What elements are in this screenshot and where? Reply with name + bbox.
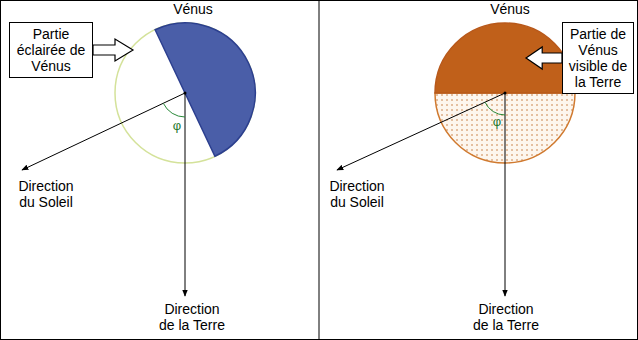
- callout-text: Partie de Vénus visible de la Terre: [567, 26, 629, 90]
- earth-direction-line: [505, 93, 506, 296]
- angle-arc: [485, 102, 505, 115]
- hollow-arrow: [526, 47, 562, 69]
- divider: [319, 0, 320, 340]
- dark-half: [155, 23, 255, 156]
- hollow-arrow: [93, 39, 133, 61]
- direction-label: Direction de la Terre: [156, 301, 228, 333]
- callout-box: Partie éclairée de Vénus: [9, 22, 93, 78]
- sun-direction-line: [337, 93, 505, 170]
- angle-arc: [163, 103, 185, 117]
- planet-name: Vénus: [163, 1, 223, 17]
- center-dot: [184, 92, 187, 95]
- callout-box: Partie de Vénus visible de la Terre: [562, 22, 634, 94]
- angle-symbol: φ: [491, 114, 503, 130]
- hidden-half: [435, 23, 575, 93]
- direction-label: Direction du Soleil: [322, 178, 392, 210]
- direction-label: Direction de la Terre: [470, 301, 542, 333]
- planet-name: Vénus: [480, 1, 540, 17]
- angle-symbol: φ: [171, 118, 183, 134]
- center-dot: [504, 92, 507, 95]
- direction-label: Direction du Soleil: [11, 178, 81, 210]
- earth-direction-line: [185, 93, 186, 296]
- sun-direction-line: [22, 93, 185, 170]
- callout-text: Partie éclairée de Vénus: [14, 26, 88, 74]
